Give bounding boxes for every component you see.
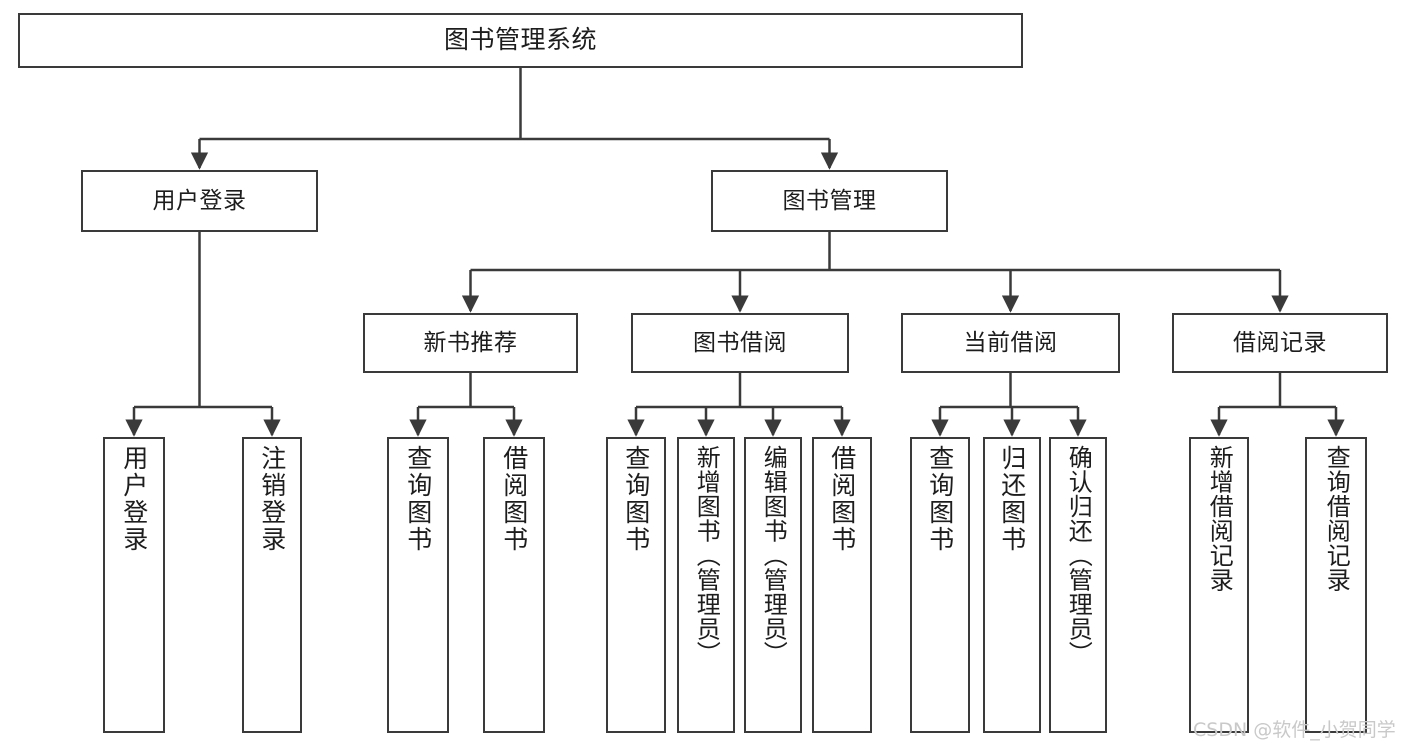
node-book-borrow-label: 图书借阅 xyxy=(693,329,787,356)
node-leaf-query-book-3[interactable]: 查询图书 xyxy=(910,437,970,733)
node-leaf-add-record-label: 新增借阅记录 xyxy=(1205,445,1234,592)
node-leaf-borrow-book-2[interactable]: 借阅图书 xyxy=(812,437,872,733)
node-user-login[interactable]: 用户登录 xyxy=(81,170,318,232)
node-borrow-record-label: 借阅记录 xyxy=(1233,329,1327,356)
node-book-borrow[interactable]: 图书借阅 xyxy=(631,313,849,373)
node-book-manage[interactable]: 图书管理 xyxy=(711,170,948,232)
node-leaf-user-logout[interactable]: 注销登录 xyxy=(242,437,302,733)
node-leaf-query-book-1-label: 查询图书 xyxy=(403,445,433,553)
node-leaf-query-book-2[interactable]: 查询图书 xyxy=(606,437,666,733)
node-leaf-confirm-return[interactable]: 确认归还（管理员） xyxy=(1049,437,1107,733)
node-leaf-edit-book-label: 编辑图书（管理员） xyxy=(759,445,788,666)
node-new-book-rec-label: 新书推荐 xyxy=(423,329,518,356)
node-current-borrow-label: 当前借阅 xyxy=(963,329,1058,356)
node-borrow-record[interactable]: 借阅记录 xyxy=(1172,313,1388,373)
node-leaf-query-book-1[interactable]: 查询图书 xyxy=(387,437,449,733)
node-leaf-edit-book[interactable]: 编辑图书（管理员） xyxy=(744,437,802,733)
node-leaf-query-record[interactable]: 查询借阅记录 xyxy=(1305,437,1367,733)
node-root-label: 图书管理系统 xyxy=(443,25,597,55)
node-current-borrow[interactable]: 当前借阅 xyxy=(901,313,1120,373)
node-leaf-add-record[interactable]: 新增借阅记录 xyxy=(1189,437,1249,733)
node-leaf-user-login-label: 用户登录 xyxy=(119,445,149,553)
node-leaf-borrow-book-1-label: 借阅图书 xyxy=(499,445,529,553)
node-leaf-user-login[interactable]: 用户登录 xyxy=(103,437,165,733)
node-leaf-return-book[interactable]: 归还图书 xyxy=(983,437,1041,733)
node-leaf-return-book-label: 归还图书 xyxy=(997,445,1027,553)
node-leaf-add-book-label: 新增图书（管理员） xyxy=(692,445,721,666)
node-root[interactable]: 图书管理系统 xyxy=(18,13,1023,68)
node-leaf-borrow-book-2-label: 借阅图书 xyxy=(827,445,857,553)
node-leaf-query-record-label: 查询借阅记录 xyxy=(1322,445,1351,592)
node-leaf-confirm-return-label: 确认归还（管理员） xyxy=(1064,445,1093,666)
node-new-book-rec[interactable]: 新书推荐 xyxy=(363,313,578,373)
node-leaf-query-book-3-label: 查询图书 xyxy=(925,445,955,553)
node-book-manage-label: 图书管理 xyxy=(782,187,877,214)
node-leaf-add-book[interactable]: 新增图书（管理员） xyxy=(677,437,735,733)
node-leaf-user-logout-label: 注销登录 xyxy=(257,445,287,553)
node-user-login-label: 用户登录 xyxy=(152,187,247,214)
node-leaf-query-book-2-label: 查询图书 xyxy=(621,445,651,553)
watermark: CSDN @软件_小贺同学 xyxy=(1193,719,1396,741)
node-leaf-borrow-book-1[interactable]: 借阅图书 xyxy=(483,437,545,733)
